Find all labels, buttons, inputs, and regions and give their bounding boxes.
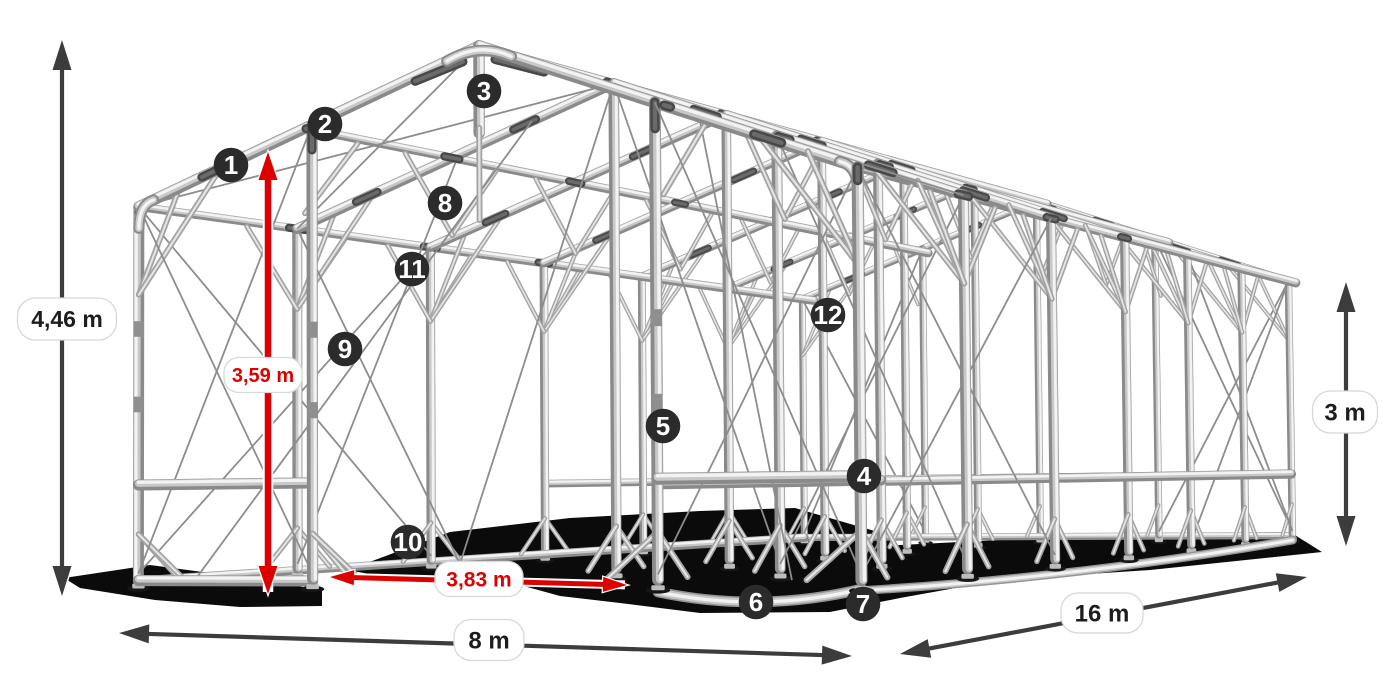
svg-text:7: 7 (856, 589, 870, 619)
svg-text:3,59 m: 3,59 m (232, 365, 294, 387)
svg-text:11: 11 (398, 254, 426, 284)
svg-text:2: 2 (318, 109, 332, 139)
svg-text:4: 4 (857, 461, 872, 491)
svg-text:16 m: 16 m (1075, 601, 1130, 628)
svg-text:3 m: 3 m (1324, 400, 1365, 427)
svg-text:4,46 m: 4,46 m (31, 306, 103, 332)
svg-text:3: 3 (477, 76, 491, 106)
svg-text:12: 12 (814, 300, 843, 330)
svg-text:9: 9 (338, 334, 352, 364)
svg-text:10: 10 (394, 527, 423, 557)
svg-text:3,83 m: 3,83 m (446, 568, 511, 591)
svg-text:6: 6 (749, 587, 763, 617)
svg-text:5: 5 (656, 411, 670, 441)
svg-text:8: 8 (438, 188, 452, 218)
svg-text:1: 1 (224, 150, 238, 180)
svg-text:8 m: 8 m (468, 628, 509, 655)
